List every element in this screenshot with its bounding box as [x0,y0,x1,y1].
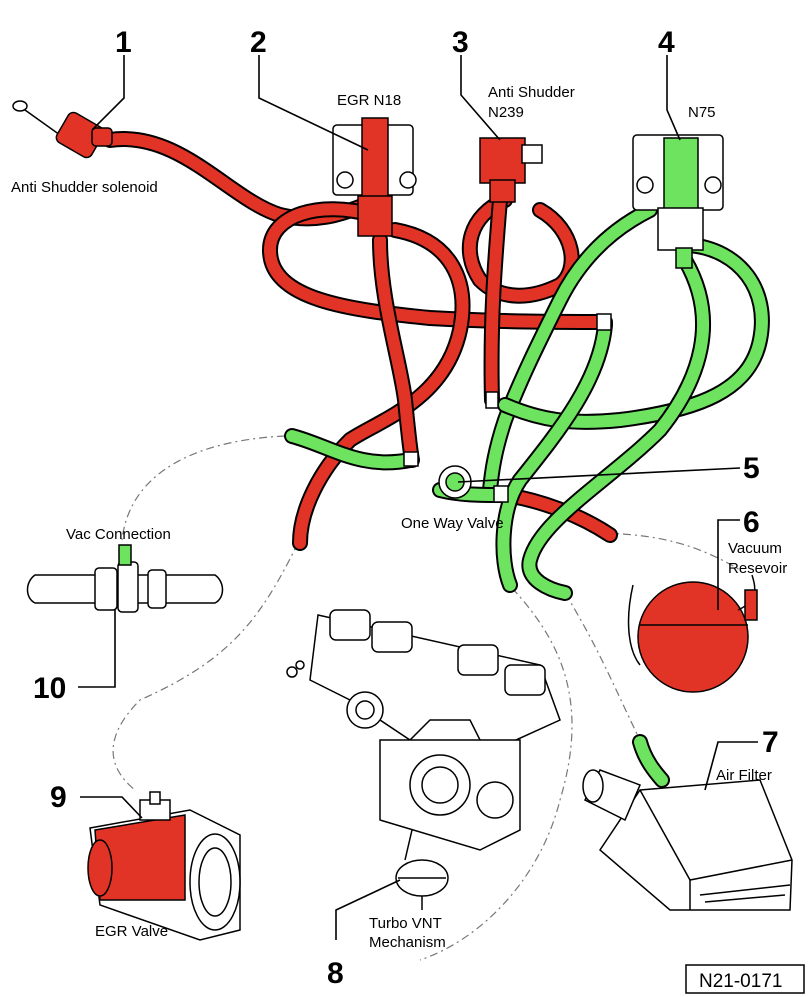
label-one-way-valve: One Way Valve [401,515,504,532]
hose-n239-left [461,192,580,304]
hose-big-red-loop [262,201,613,330]
one-way-valve-part [438,465,472,499]
vacuum-reservoir-part [627,574,758,693]
label-anti-shudder-solenoid: Anti Shudder solenoid [11,179,158,196]
number-labels: 1 2 3 4 5 6 7 8 9 10 [33,26,779,990]
text-labels: Anti Shudder solenoid EGR N18 Anti Shudd… [11,84,787,951]
label-number-9: 9 [50,781,67,814]
green-hoses [284,202,770,788]
hose-airfilter [632,734,670,788]
n75-part [632,134,724,269]
hose-n75-down-long [521,252,711,601]
hose-junctions [403,313,612,503]
label-turbo-line2: Mechanism [369,934,446,951]
hose-n239-down [483,192,508,408]
diagram-code-box: N21-0171 [685,964,805,994]
hose-green-middle [495,317,613,593]
label-anti-shudder-line1: Anti Shudder [488,84,575,101]
red-hoses [102,131,618,551]
label-number-4: 4 [658,26,675,59]
label-egr-valve: EGR Valve [95,923,168,940]
turbo-manifold-part [286,609,561,910]
label-number-1: 1 [115,26,132,59]
label-turbo-line1: Turbo VNT [369,915,442,932]
label-number-8: 8 [327,957,344,990]
label-number-6: 6 [743,506,760,539]
label-number-7: 7 [762,726,779,759]
label-vac-connection: Vac Connection [66,526,171,543]
label-number-5: 5 [743,452,760,485]
air-filter-part [582,769,793,911]
label-vacuum-line1: Vacuum [728,540,782,557]
label-number-2: 2 [250,26,267,59]
label-vacuum-line2: Resevoir [728,560,787,577]
hose-n75-left [482,202,658,498]
hose-green-to-valve [284,428,418,471]
diagram-code: N21-0171 [699,971,782,992]
vac-connection-part [26,544,224,613]
anti-shudder-solenoid-part [12,100,113,159]
label-anti-shudder-line2: N239 [488,104,524,121]
hose-egr-to-valve [372,232,420,468]
label-n75: N75 [688,104,716,121]
egr-n18-part [332,117,417,237]
label-number-10: 10 [33,672,66,705]
label-number-3: 3 [452,26,469,59]
label-egr-n18: EGR N18 [337,92,401,109]
label-air-filter: Air Filter [716,767,772,784]
dashed-connectors [112,435,741,961]
n239-part [479,137,543,203]
hose-egr-down [292,222,471,551]
egr-valve-part [87,791,241,941]
leader-lines [78,55,758,940]
